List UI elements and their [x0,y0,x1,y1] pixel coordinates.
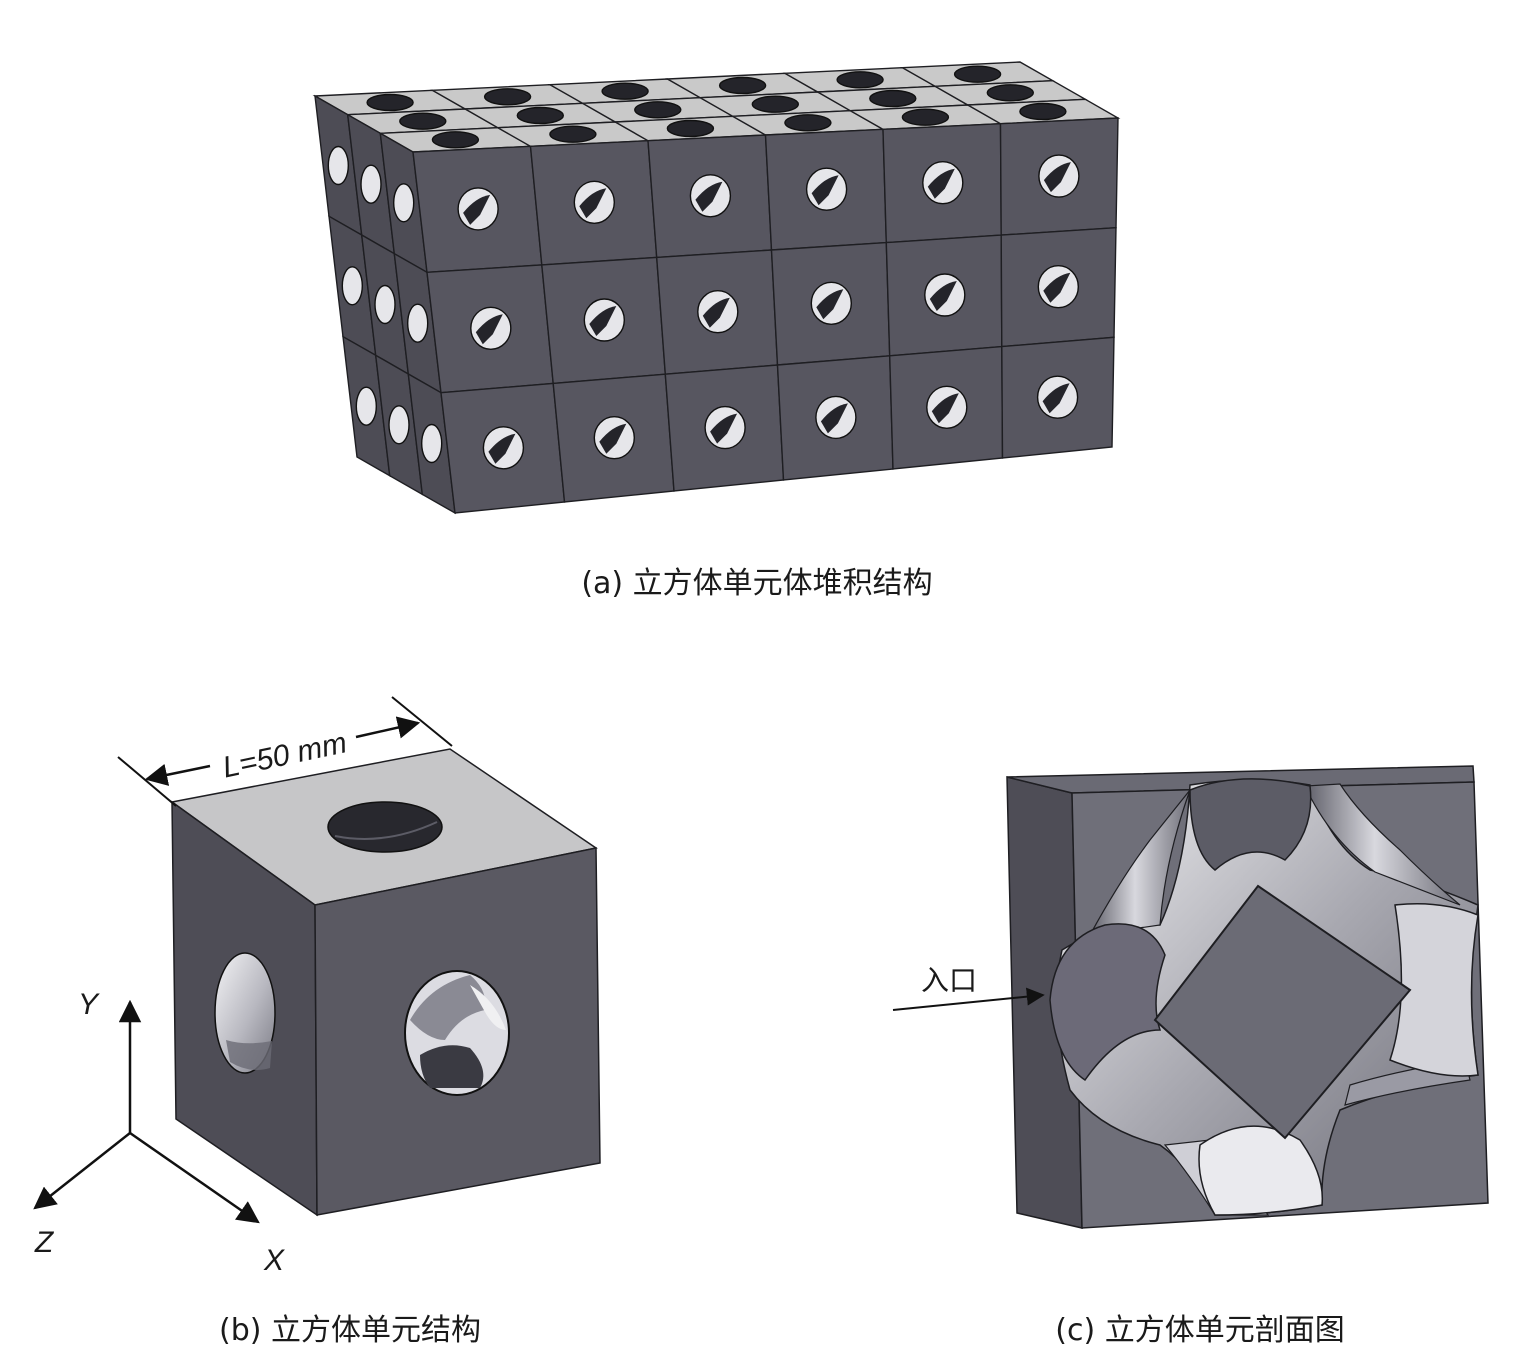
caption-c: (c) 立方体单元剖面图 [1055,1313,1344,1348]
side-hole [355,386,377,426]
top-hole [784,114,832,132]
axis-y-label: Y [78,988,100,1021]
hole-cavity-shadow [1043,162,1071,193]
top-hole [836,71,884,89]
top-hole [431,131,480,149]
caption-b: (b) 立方体单元结构 [219,1313,481,1348]
hole-cavity-shadow [1042,383,1070,414]
hole-cavity-shadow [820,403,848,434]
inlet-label: 入口 [921,964,977,997]
side-hole [388,405,410,445]
axis-z-label: Z [34,1226,55,1259]
top-hole [399,112,447,130]
top-hole [869,89,917,108]
hole-cavity-shadow [488,433,516,464]
caption-a: (a) 立方体单元体堆积结构 [581,566,932,601]
axis-z [33,1132,131,1210]
hole-cavity-shadow [931,393,959,424]
top-hole [601,82,649,100]
central-diamond [1153,884,1412,1140]
hole-cavity-shadow [702,297,730,328]
top-hole [751,95,799,113]
hole-cavity-shadow [695,181,723,212]
hole-cavity-shadow [463,194,491,225]
hole-cavity-shadow [589,306,617,336]
top-hole [718,76,767,95]
panel-b-single-cube: L=50 mm Y Z X [33,696,601,1277]
side-hole [393,183,415,223]
hole-cavity-shadow [929,281,957,311]
hole-cavity-shadow [816,289,844,320]
panel-a-stacked-structure [312,61,1121,515]
axis-x [129,1131,260,1224]
top-hole [666,119,715,138]
side-hole [407,303,429,343]
hole-cavity-shadow [811,175,839,206]
top-hole [986,84,1034,102]
top-hole [516,106,564,125]
top-hole [483,88,532,106]
top-hole [634,101,682,119]
top-hole [953,65,1002,83]
hole-cavity-shadow [1043,272,1071,303]
side-hole [360,164,382,204]
hole-cavity-shadow [927,168,955,199]
side-hole [421,423,443,464]
hole-cavity-shadow [710,413,738,444]
top-hole [549,125,597,143]
side-hole [374,284,396,325]
top-hole [901,108,950,126]
top-hole [1019,102,1067,121]
axis-x-label: X [263,1244,285,1277]
hole-cavity-shadow [475,314,503,345]
top-hole [366,93,414,112]
side-hole [327,145,349,186]
hole-cavity-shadow [599,423,627,454]
panel-c-section-view: 入口 [892,765,1489,1229]
side-hole [341,266,363,306]
inlet-arrow [892,987,1045,1011]
hole-cavity-shadow [579,188,607,219]
